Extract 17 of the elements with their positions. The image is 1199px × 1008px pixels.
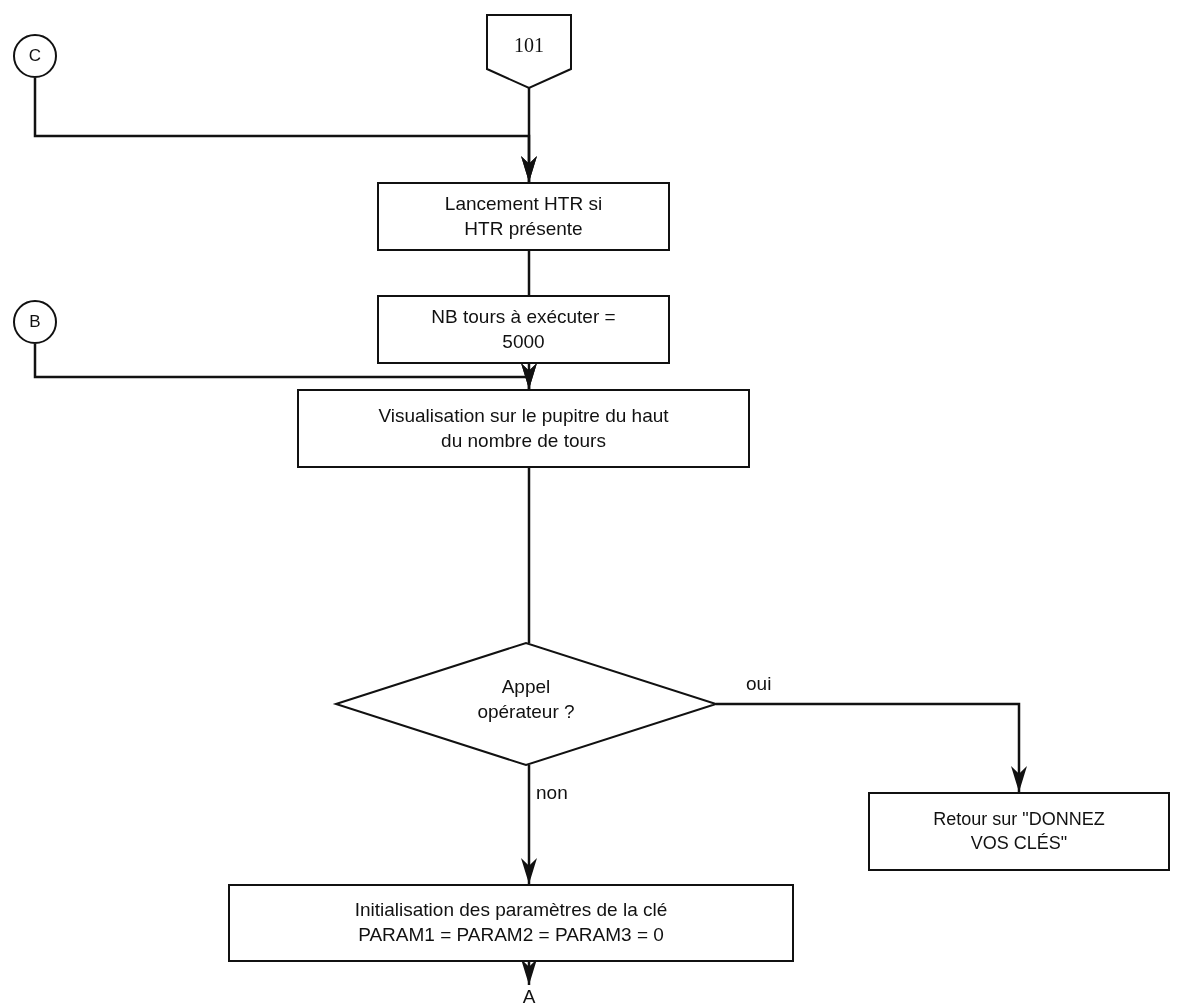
process-text: Initialisation des paramètres de la clé PARAM1 = PARAM2 = PARAM3 = 0 <box>353 898 669 947</box>
connector-label: A <box>522 986 536 1006</box>
process-box <box>228 884 794 962</box>
connector-label: 101 <box>514 33 544 58</box>
process-text: Visualisation sur le pupitre du haut du nombre de tours <box>377 403 670 453</box>
connector-circle <box>13 34 57 78</box>
process-text: Lancement HTR si HTR présente <box>443 191 604 241</box>
process-box <box>868 792 1170 871</box>
process-box <box>377 295 670 364</box>
connector-label: C <box>28 44 42 67</box>
process-text: Retour sur "DONNEZ VOS CLÉS" <box>932 808 1106 855</box>
connector-circle <box>13 300 57 344</box>
process-text: NB tours à exécuter = 5000 <box>430 304 617 354</box>
process-box <box>297 389 750 468</box>
decision-text: Appel opérateur ? <box>476 675 576 724</box>
connector-label: B <box>29 310 41 333</box>
process-box <box>377 182 670 251</box>
